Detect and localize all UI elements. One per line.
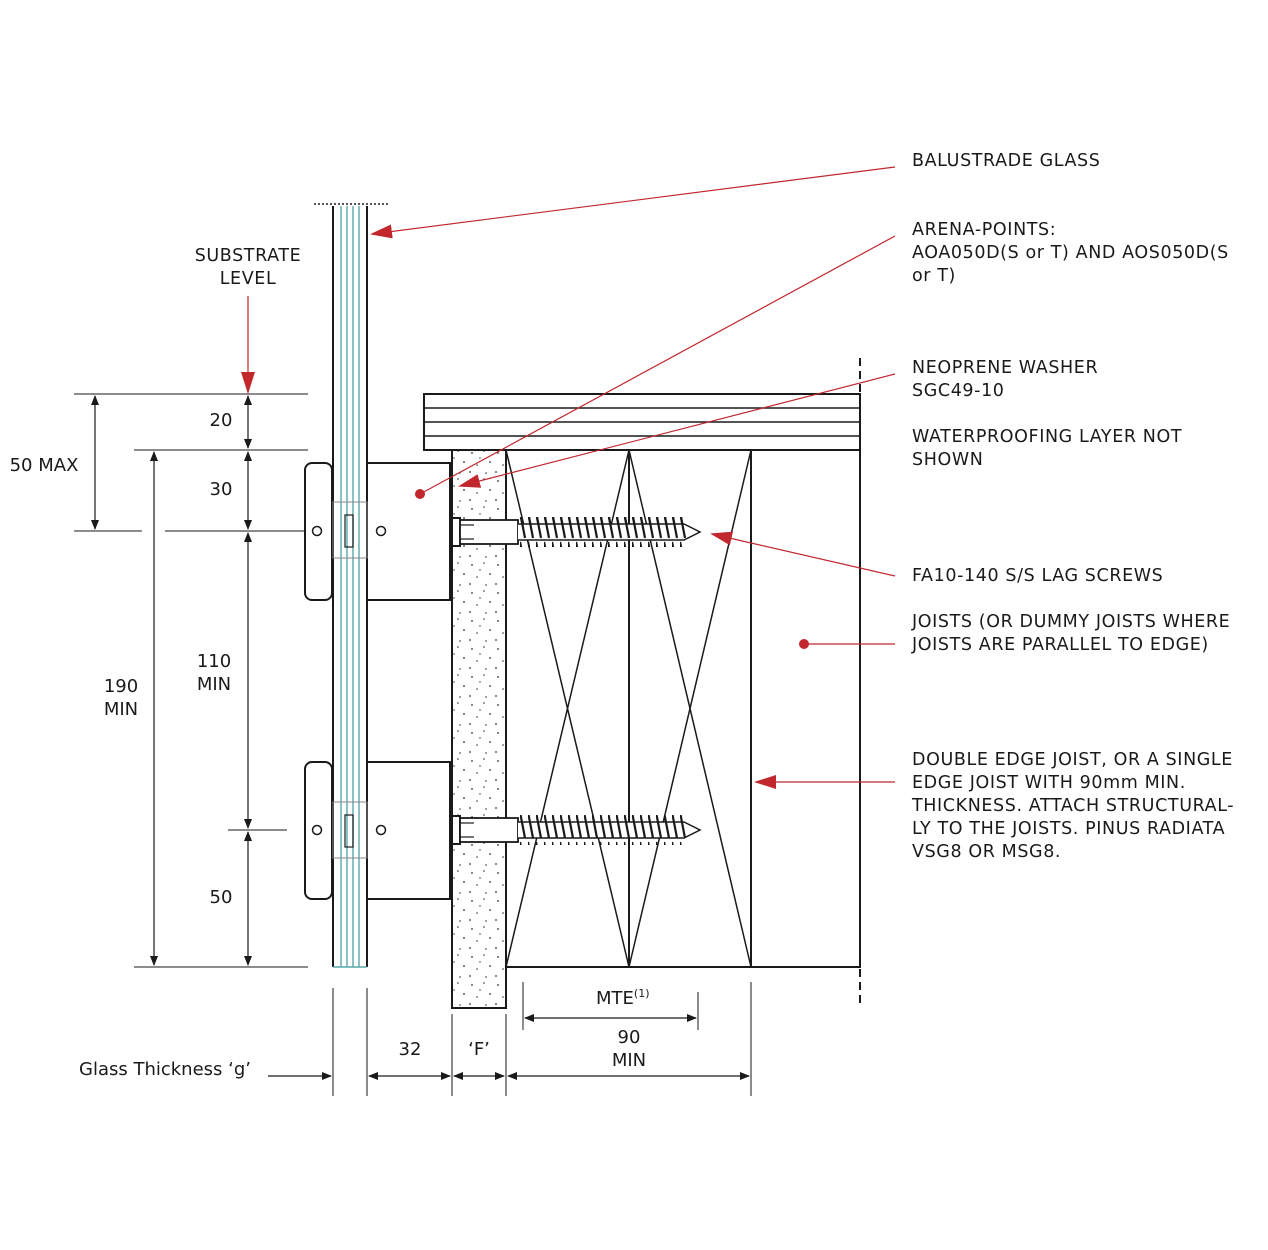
callout-joists-line1: JOISTS (OR DUMMY JOISTS WHERE — [911, 612, 1230, 632]
substrate-level-line1: SUBSTRATE — [195, 246, 302, 266]
callout-waterproofing-line1: WATERPROOFING LAYER NOT — [912, 427, 1182, 447]
dimension-extension-lines — [74, 393, 752, 1096]
dim-mte: MTE(1) — [596, 987, 650, 1009]
dim-90-line1: 90 — [618, 1027, 641, 1048]
dim-90-line2: MIN — [612, 1050, 646, 1071]
callout-edge-joist-line4: LY TO THE JOISTS. PINUS RADIATA — [912, 819, 1225, 839]
dim-mte-superscript: (1) — [634, 987, 650, 1000]
callout-balustrade-glass: BALUSTRADE GLASS — [912, 151, 1100, 171]
leader-joists-dot — [799, 639, 809, 649]
leader-arena-points — [419, 235, 896, 495]
lag-screw-upper — [451, 517, 702, 547]
callout-joists-line2: JOISTS ARE PARALLEL TO EDGE) — [911, 635, 1209, 655]
arena-point-fitting-lower — [304, 761, 451, 900]
dimension-arrows — [91, 395, 750, 1080]
dim-glass-thickness: Glass Thickness ‘g’ — [79, 1059, 251, 1080]
dim-50-max: 50 MAX — [10, 455, 79, 476]
callout-lag-screws: FA10-140 S/S LAG SCREWS — [912, 566, 1163, 586]
leader-arena-points-dot — [415, 489, 425, 499]
dim-f: ‘F’ — [468, 1039, 490, 1060]
callout-waterproofing-line2: SHOWN — [912, 450, 983, 470]
dim-190-line1: 190 — [104, 676, 138, 697]
dim-110-line2: MIN — [197, 674, 231, 695]
joists-region — [752, 451, 859, 966]
leader-lines — [241, 166, 896, 789]
dim-50: 50 — [210, 887, 233, 908]
deck-boards — [423, 393, 861, 451]
dim-190-line2: MIN — [104, 699, 138, 720]
dim-20: 20 — [210, 410, 233, 431]
callout-neoprene-washer-line1: NEOPRENE WASHER — [912, 358, 1098, 378]
callout-arena-points-line1: ARENA-POINTS: — [912, 220, 1056, 240]
callout-edge-joist-line1: DOUBLE EDGE JOIST, OR A SINGLE — [912, 750, 1233, 770]
leader-balustrade-glass — [370, 166, 896, 239]
callout-edge-joist-line5: VSG8 OR MSG8. — [912, 842, 1061, 862]
callout-neoprene-washer-line2: SGC49-10 — [912, 381, 1005, 401]
callout-arena-points-line2: AOA050D(S or T) AND AOS050D(S — [912, 243, 1229, 263]
lag-screw-lower — [451, 815, 702, 845]
callout-edge-joist-line3: THICKNESS. ATTACH STRUCTURAL- — [911, 796, 1234, 816]
dim-32: 32 — [399, 1039, 422, 1060]
callout-edge-joist-line2: EDGE JOIST WITH 90mm MIN. — [912, 773, 1186, 793]
leader-lag-screws — [710, 531, 896, 577]
dim-110-line1: 110 — [197, 651, 231, 672]
substrate-level-line2: LEVEL — [220, 269, 277, 289]
arena-point-fitting-upper — [304, 462, 451, 601]
dim-30: 30 — [210, 479, 233, 500]
leader-neoprene-washer — [458, 373, 896, 488]
callout-arena-points-line3: or T) — [912, 266, 956, 286]
